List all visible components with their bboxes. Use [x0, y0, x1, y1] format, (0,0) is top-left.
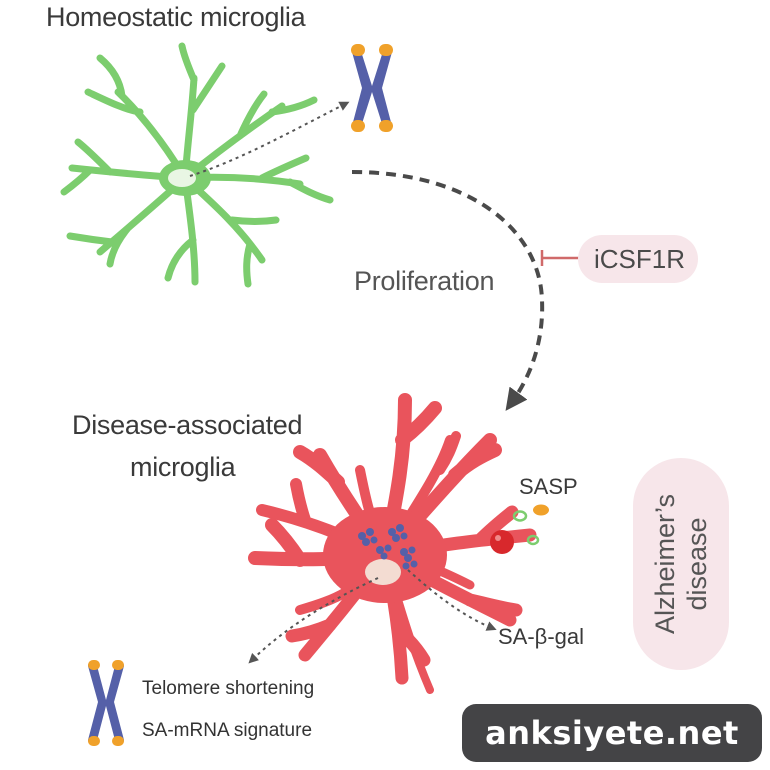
- disease-associated-label-line1: Disease-associated: [72, 410, 303, 440]
- alzheimers-label-line1: Alzheimer’s: [650, 493, 680, 635]
- nucleus-to-chromosome-arrow: [189, 101, 350, 177]
- disease-nucleus: [365, 559, 401, 585]
- homeostatic-microglia-cell: [60, 42, 334, 288]
- chromosome-icon: [88, 660, 124, 746]
- alzheimers-label-line2: disease: [682, 517, 712, 611]
- watermark-badge: anksiyete.net: [462, 704, 762, 762]
- disease-associated-label-line2: microglia: [130, 452, 236, 482]
- alzheimers-disease-pill: [633, 458, 729, 670]
- homeostatic-nucleus: [168, 169, 196, 187]
- sa-beta-gal-label: SA-β-gal: [498, 624, 585, 649]
- homeostatic-microglia-label: Homeostatic microglia: [46, 2, 306, 32]
- proliferation-label: Proliferation: [354, 266, 495, 296]
- sa-beta-gal-arrow: [407, 569, 497, 631]
- telomere-shortening-label: Telomere shortening: [142, 678, 315, 699]
- watermark-text: anksiyete.net: [485, 714, 739, 752]
- inhibition-symbol: [540, 250, 582, 266]
- sa-mrna-signature-label: SA-mRNA signature: [142, 720, 313, 741]
- icsf1r-label: iCSF1R: [594, 244, 686, 274]
- icsf1r-badge: [578, 235, 698, 283]
- sasp-particles: [490, 504, 549, 554]
- chromosome-icon: [351, 44, 393, 132]
- alzheimers-disease-label: Alzheimer’s disease: [633, 458, 729, 670]
- lipid-inclusions: [358, 524, 418, 570]
- proliferation-arrow: [351, 170, 545, 411]
- nucleus-to-telomere-arrow: [248, 577, 379, 664]
- sasp-label: SASP: [519, 474, 578, 499]
